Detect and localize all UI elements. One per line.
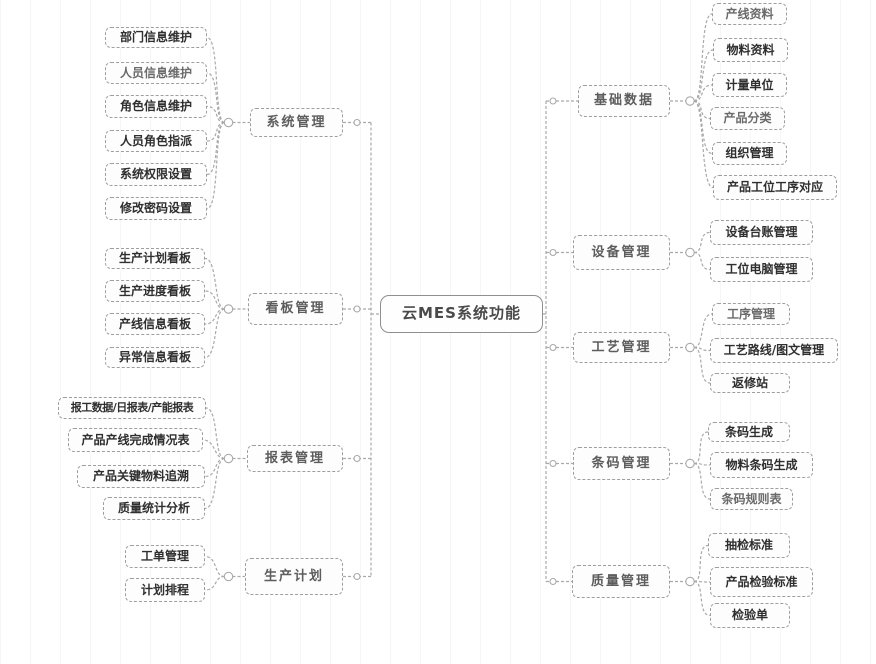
node-shebei: 设备管理 [573, 235, 670, 270]
node-kanban: 看板管理 [248, 293, 343, 325]
node-quanxian: 系统权限设置 [105, 163, 207, 186]
node-jianyandan: 检验单 [710, 603, 790, 628]
node-gongyi: 工艺管理 [573, 332, 670, 363]
node-taizhang: 设备台账管理 [710, 220, 813, 245]
node-baogong: 报工数据/日报表/产能报表 [58, 397, 206, 419]
node-luxian: 工艺路线/图文管理 [710, 338, 838, 363]
node-juese: 角色信息维护 [105, 95, 207, 118]
node-mima: 修改密码设置 [105, 197, 207, 220]
node-wuliao-zl: 物料资料 [713, 38, 788, 62]
node-tm-guize: 条码规则表 [710, 488, 793, 510]
node-gongwei-duiying: 产品工位工序对应 [713, 175, 837, 200]
node-chanxian-kb: 产线信息看板 [105, 313, 205, 335]
node-chanxian-zl: 产线资料 [712, 3, 787, 25]
node-jichu: 基础数据 [578, 85, 670, 117]
node-shengchan-jihua: 生产计划 [245, 558, 343, 595]
node-jihua-kb: 生产计划看板 [105, 248, 205, 269]
node-zhipai: 人员角色指派 [105, 130, 207, 152]
node-jiliang: 计量单位 [712, 73, 787, 97]
node-fenlei: 产品分类 [710, 107, 785, 130]
node-fanxiu: 返修站 [710, 373, 790, 393]
node-renyuan: 人员信息维护 [105, 62, 207, 84]
node-diannao: 工位电脑管理 [710, 257, 813, 282]
node-tm-shengcheng: 条码生成 [708, 422, 790, 442]
node-center: 云MES系统功能 [380, 295, 543, 333]
node-zhiliang-tongji: 质量统计分析 [103, 497, 205, 520]
node-tiaoma: 条码管理 [573, 447, 670, 480]
node-bumen: 部门信息维护 [105, 27, 207, 48]
node-choujian: 抽检标准 [708, 533, 790, 558]
node-zhiliang: 质量管理 [572, 565, 670, 598]
node-yichang-kb: 异常信息看板 [105, 347, 205, 368]
node-jindu-kb: 生产进度看板 [105, 280, 205, 302]
node-jianyan-bz: 产品检验标准 [710, 567, 813, 597]
node-gongxu: 工序管理 [712, 303, 790, 325]
node-xitong: 系统管理 [250, 108, 343, 137]
node-wuliao-tm: 物料条码生成 [710, 452, 813, 478]
node-paicheng: 计划排程 [125, 578, 205, 602]
node-zhuisu: 产品关键物料追溯 [77, 465, 205, 488]
node-baobiao: 报表管理 [247, 445, 343, 472]
node-gongdan: 工单管理 [125, 545, 205, 568]
node-wancheng: 产品产线完成情况表 [68, 428, 203, 452]
node-zuzhi: 组织管理 [712, 142, 787, 165]
